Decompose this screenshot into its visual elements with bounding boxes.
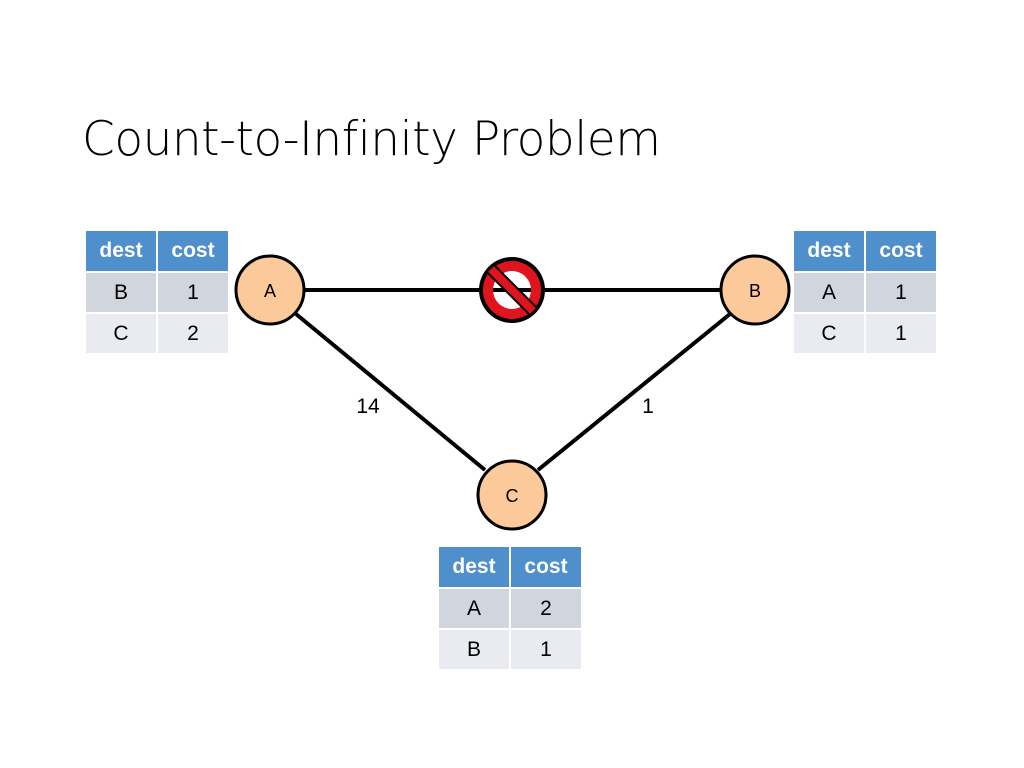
- table-cell-dest: B: [86, 273, 158, 314]
- table-cell-cost: 2: [158, 314, 228, 355]
- routing-table-a: dest cost B 1 C 2: [86, 231, 228, 355]
- table-cell-cost: 2: [511, 589, 581, 630]
- table-row: B 1: [439, 630, 581, 671]
- table-cell-cost: 1: [158, 273, 228, 314]
- slide-title: Count-to-Infinity Problem: [82, 112, 661, 167]
- routing-table-c: dest cost A 2 B 1: [439, 547, 581, 671]
- routing-table-b: dest cost A 1 C 1: [794, 231, 936, 355]
- table-header-cost: cost: [511, 547, 581, 589]
- table-row: C 2: [86, 314, 228, 355]
- node-b: B: [719, 254, 791, 326]
- node-b-label: B: [749, 281, 761, 301]
- edge-a-c-label: 14: [356, 395, 380, 418]
- node-a: A: [234, 254, 306, 326]
- table-row: C 1: [794, 314, 936, 355]
- table-header-cost: cost: [158, 231, 228, 273]
- node-a-label: A: [264, 281, 276, 301]
- table-cell-dest: A: [794, 273, 866, 314]
- table-cell-cost: 1: [866, 314, 936, 355]
- edge-a-c: [294, 312, 487, 472]
- table-cell-dest: C: [794, 314, 866, 355]
- table-cell-cost: 1: [511, 630, 581, 671]
- table-header-dest: dest: [794, 231, 866, 273]
- table-header-dest: dest: [86, 231, 158, 273]
- node-c-label: C: [506, 486, 519, 506]
- table-row: A 2: [439, 589, 581, 630]
- table-cell-dest: A: [439, 589, 511, 630]
- node-c: C: [476, 459, 548, 531]
- table-header-cost: cost: [866, 231, 936, 273]
- edge-b-c-label: 1: [642, 395, 654, 418]
- table-row: B 1: [86, 273, 228, 314]
- edge-b-c: [536, 312, 732, 472]
- table-header-dest: dest: [439, 547, 511, 589]
- prohibited-icon: [479, 257, 545, 323]
- table-row: A 1: [794, 273, 936, 314]
- table-cell-dest: B: [439, 630, 511, 671]
- table-cell-cost: 1: [866, 273, 936, 314]
- table-cell-dest: C: [86, 314, 158, 355]
